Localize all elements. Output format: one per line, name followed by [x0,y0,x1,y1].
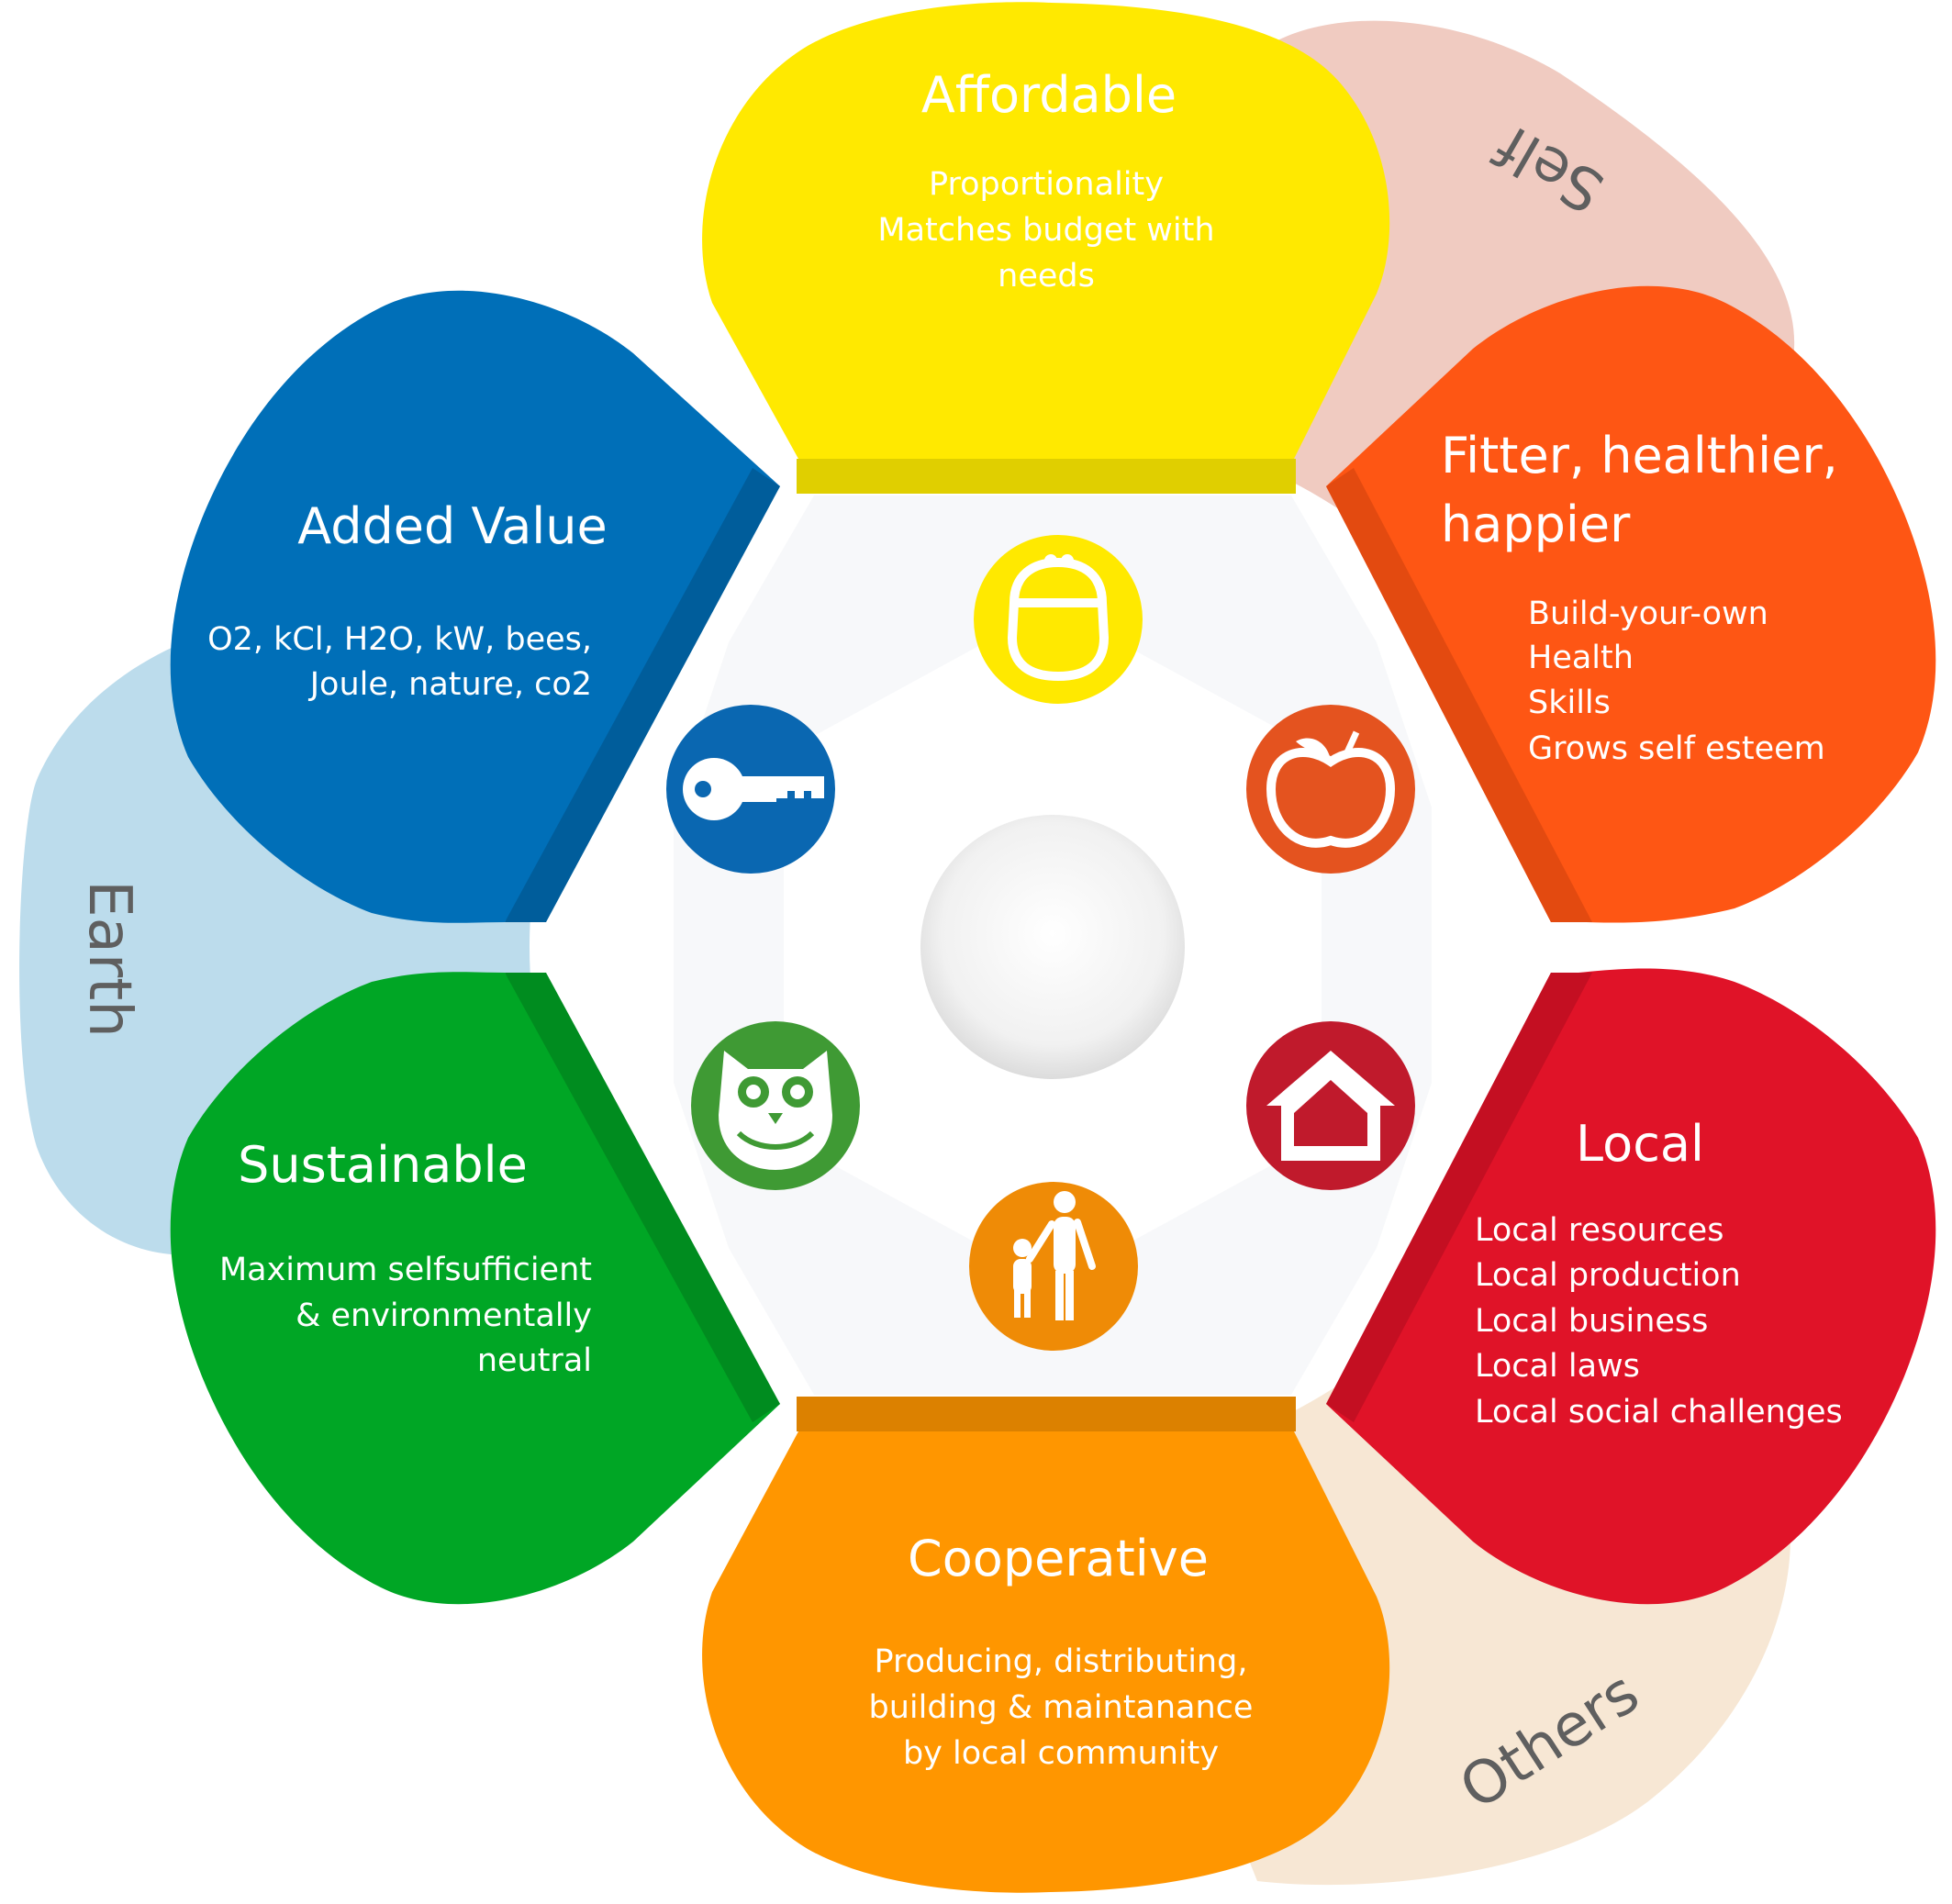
fitter-line-3: Skills [1528,685,1611,721]
fitter-title-line-1: Fitter, healthier, [1441,427,1838,484]
local-line-1: Local resources [1475,1212,1723,1249]
affordable-line-2: Matches budget with [877,212,1214,249]
added-value-line-2: Joule, nature, co2 [308,666,592,703]
affordable-title: Affordable [921,66,1177,124]
fitter-title-line-2: happier [1441,495,1631,553]
affordable-line-3: needs [998,258,1095,295]
sustainable-title: Sustainable [238,1136,528,1194]
local-line-3: Local business [1475,1303,1708,1340]
sustainable-line-1: Maximum selfsufficient [219,1252,592,1288]
local-line-2: Local production [1475,1257,1741,1294]
affordable-line-1: Proportionality [929,166,1164,203]
cooperative-line-1: Producing, distributing, [875,1643,1248,1680]
owl-icon [691,1021,860,1190]
local-line-4: Local laws [1475,1348,1640,1385]
fitter-line-2: Health [1528,640,1634,676]
petal-affordable [702,2,1390,494]
sustainable-line-2: & environmentally [296,1297,592,1334]
apple-icon [1246,705,1415,874]
local-title: Local [1576,1115,1704,1173]
petal-added-value [170,290,780,923]
fitter-line-1: Build-your-own [1528,596,1768,632]
sustainable-line-3: neutral [477,1342,592,1379]
fitter-line-4: Grows self esteem [1528,730,1825,767]
petal-sustainable [170,972,780,1605]
house-icon [1246,1021,1415,1190]
cooperative-line-2: building & maintanance [869,1689,1254,1726]
purse-icon [974,535,1143,704]
ring-label-earth: Earth [75,880,143,1038]
parent-child-icon [969,1182,1138,1351]
petal-cooperative [702,1397,1390,1893]
petal-fitter-healthier-happier [1326,285,1936,923]
center-hub [920,815,1185,1079]
local-line-5: Local social challenges [1475,1394,1843,1431]
petal-local [1326,968,1936,1605]
added-value-title: Added Value [297,497,608,555]
key-icon [666,705,835,874]
cooperative-title: Cooperative [908,1530,1209,1587]
added-value-line-1: O2, kCl, H2O, kW, bees, [207,621,592,658]
cooperative-line-3: by local community [903,1735,1219,1772]
